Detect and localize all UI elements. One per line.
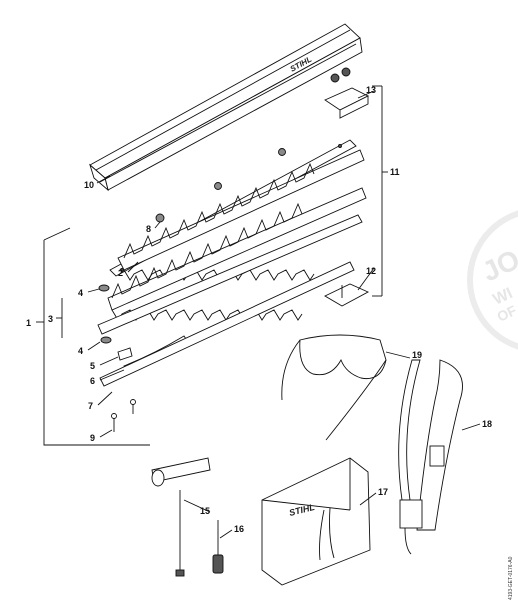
callout-6: 6 (90, 376, 95, 386)
callout-2: 2 (118, 268, 123, 278)
callout-18: 18 (482, 419, 492, 429)
callout-19: 19 (412, 350, 422, 360)
part-13-bracket (324, 67, 370, 119)
callout-10: 10 (84, 180, 94, 190)
part-4-bushings (98, 284, 112, 344)
watermark-logo: JO WI OF (467, 210, 518, 350)
callout-4-lower: 4 (78, 346, 83, 356)
leader-lines (36, 90, 481, 539)
callout-5: 5 (90, 361, 95, 371)
document-number: 4193-GET-0176-A0 (508, 556, 514, 600)
callout-3: 3 (48, 314, 53, 324)
part-10-blade-guard: STIHL (89, 23, 363, 192)
part-19-safety-glasses (281, 334, 387, 441)
watermark-text-2: WI (491, 285, 516, 309)
callout-15: 15 (200, 506, 210, 516)
callout-12: 12 (366, 266, 376, 276)
part-7-flat-bar (99, 261, 355, 387)
part-5-clip (117, 347, 133, 361)
callout-13: 13 (366, 85, 376, 95)
watermark-text-1: JO (477, 244, 518, 288)
callout-17: 17 (378, 487, 388, 497)
part-12-bracket (324, 283, 370, 307)
callout-labels: 1 2 3 4 4 5 6 7 8 9 10 11 12 13 15 16 17… (26, 85, 492, 534)
callout-8: 8 (146, 224, 151, 234)
part-16-screwdriver (212, 520, 224, 574)
part-3-lower-plate (97, 214, 363, 335)
part-18-harness-strap (398, 359, 463, 555)
callout-1: 1 (26, 318, 31, 328)
lower-cutter-blade (107, 187, 367, 321)
callout-4-upper: 4 (78, 288, 83, 298)
callout-11: 11 (390, 167, 400, 177)
part-9-screws (111, 399, 136, 432)
watermark-text-3: OF (495, 302, 518, 325)
callout-7: 7 (88, 401, 93, 411)
part-17-tool-pouch: STIHL (261, 457, 371, 586)
part-15-combination-wrench (151, 457, 211, 577)
callout-9: 9 (90, 433, 95, 443)
callout-16: 16 (234, 524, 244, 534)
part-8-nuts (155, 148, 286, 223)
